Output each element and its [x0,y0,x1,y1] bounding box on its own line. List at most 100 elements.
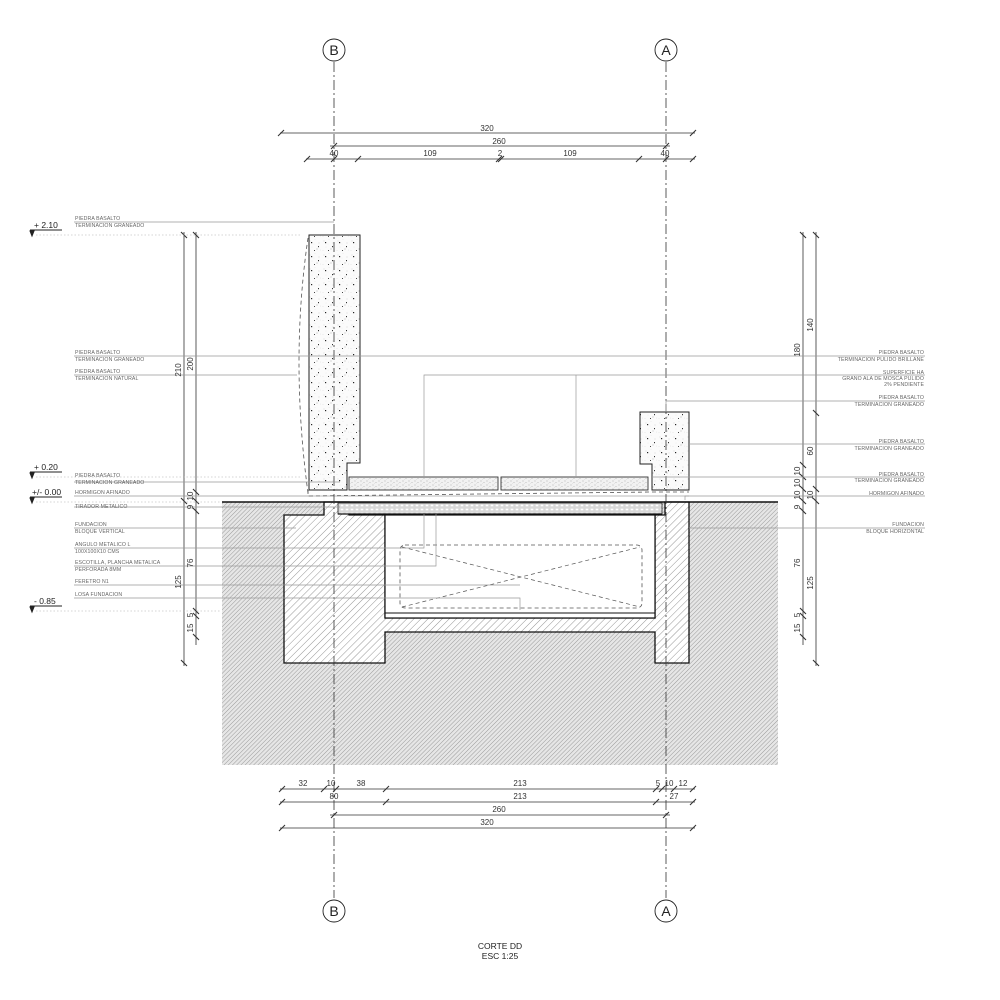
level-label-2: +/- 0.00 [32,487,61,497]
note-left-4-l1: HORMIGON AFINADO [75,490,130,496]
note-right-6-l1: FUNDACION [892,522,924,528]
dim-right-inner-6: 76 [793,558,802,567]
axis-bubble-b-bottom [322,899,346,923]
dim-top-seg-2: 2 [498,149,503,158]
dim-left-inner-2: 9 [186,504,195,509]
dim-left-inner-5: 15 [186,623,195,632]
dim-right-inner-5: 9 [793,504,802,509]
note-right-6-l2: BLOQUE HORIZONTAL [866,529,924,535]
bottom-dimension-lines [278,785,697,832]
note-right-2-l1: PIEDRA BASALTO [879,395,924,401]
dim-right-outer-2: 125 [806,576,815,590]
note-left-5-l1: TIRADOR METALICO [75,504,128,510]
dim-bottom-r1-5: 10 [665,779,674,788]
note-left-6-l1: FUNDACION [75,522,107,528]
axis-bubble-a-top [654,38,678,62]
dim-top-seg-1: 109 [423,149,437,158]
dim-bottom-r1-4: 5 [656,779,661,788]
note-left-1-l2: TERMINACION GRANEADO [75,357,144,363]
axis-lines [333,62,667,898]
axis-bubble-a-bottom [654,899,678,923]
axis-label-b-top: B [329,42,338,58]
level-markers [29,229,300,614]
dim-top-axis: 260 [492,137,506,146]
note-right-2-l2: TERMINACION GRANEADO [855,402,924,408]
note-right-5-l1: HORMIGON AFINADO [869,491,924,497]
dim-bottom-axis: 260 [492,805,506,814]
dim-bottom-r1-2: 38 [357,779,366,788]
right-leader-lines [360,355,925,529]
stone-backrest [308,234,361,491]
dim-right-inner-4: 10 [793,490,802,499]
note-left-2-l1: PIEDRA BASALTO [75,369,120,375]
dim-bottom-r1-6: 12 [679,779,688,788]
dim-bottom-r2-0: 80 [330,792,339,801]
axis-label-a-bottom: A [661,903,671,919]
note-right-4-l1: PIEDRA BASALTO [879,472,924,478]
dim-bottom-r2-1: 213 [513,792,527,801]
level-label-3: - 0.85 [34,596,56,606]
note-right-1-l3: 2% PENDIENTE [884,382,924,388]
left-annotations: PIEDRA BASALTO TERMINACION GRANEADO PIED… [75,216,161,598]
dim-bottom-r1-0: 32 [299,779,308,788]
dim-left-outer-0: 210 [174,363,183,377]
note-left-1-l1: PIEDRA BASALTO [75,350,120,356]
note-right-4-l2: TERMINACION GRANEADO [855,478,924,484]
note-right-0-l2: TERMINACION PULIDO BRILLANE [838,357,925,363]
seat-slab-right [500,476,649,491]
note-right-0-l1: PIEDRA BASALTO [879,350,924,356]
note-left-2-l2: TERMINACION NATURAL [75,376,138,382]
coffin-outline [399,544,643,609]
right-annotations: PIEDRA BASALTO TERMINACION PULIDO BRILLA… [838,350,925,535]
note-left-3-l2: TERMINACION GRANEADO [75,480,144,486]
dim-left-inner-0: 200 [186,357,195,371]
dim-left-outer-1: 125 [174,575,183,589]
dim-right-inner-7: 5 [793,612,802,617]
note-right-3-l1: PIEDRA BASALTO [879,439,924,445]
dim-right-inner-2: 10 [793,466,802,475]
note-right-1-l2: GRANO ALA DE MOSCA PULIDO [842,376,924,382]
note-left-7-l1: ANGULO METALICO L [75,542,131,548]
seat-slab-left [348,476,499,491]
dim-right-outer-1: 10 [806,490,815,499]
note-left-7-l2: 100X100X10 CMS [75,549,120,555]
dim-bottom-r2-2: 27 [670,792,679,801]
dim-bottom-overall: 320 [480,818,494,827]
axis-label-b-bottom: B [329,903,338,919]
note-left-0-l2: TERMINACION GRANEADO [75,223,144,229]
note-right-3-l2: TERMINACION GRANEADO [855,446,924,452]
dim-top-seg-4: 40 [661,149,670,158]
dim-right-inner-0: 140 [806,318,815,332]
dim-right-outer-0: 180 [793,343,802,357]
dim-right-inner-8: 15 [793,623,802,632]
note-right-1-l1: SUPERFICIE HA [883,370,925,376]
note-left-8-l2: PERFORADA 8MM [75,567,121,573]
axis-bubble-b-top [322,38,346,62]
note-left-8-l1: ESCOTILLA, PLANCHA METALICA [75,560,161,566]
dim-left-inner-3: 76 [186,558,195,567]
note-left-3-l1: PIEDRA BASALTO [75,473,120,479]
right-vertical-dimensions [799,231,820,667]
dim-right-inner-1: 60 [806,446,815,455]
dim-left-inner-4: 5 [186,612,195,617]
note-left-10-l1: LOSA FUNDACION [75,592,122,598]
note-left-9-l1: FERETRO N1 [75,579,109,585]
drawing-scale: ESC 1:25 [482,951,519,961]
note-left-0-l1: PIEDRA BASALTO [75,216,120,222]
dim-left-inner-1: 10 [186,491,195,500]
dim-bottom-r1-1: 10 [327,779,336,788]
level-label-1: + 0.20 [34,462,58,472]
stone-block-right [639,411,690,491]
top-dimension-lines [277,129,697,163]
level-label-0: + 2.10 [34,220,58,230]
dim-right-inner-3: 10 [793,478,802,487]
drawing-title: CORTE DD [478,941,522,951]
dim-top-seg-0: 40 [330,149,339,158]
dim-top-overall: 320 [480,124,494,133]
left-vertical-dimensions [180,231,200,667]
note-left-6-l2: BLOQUE VERTICAL [75,529,125,535]
dim-bottom-r1-3: 213 [513,779,527,788]
left-leader-lines [74,221,521,610]
